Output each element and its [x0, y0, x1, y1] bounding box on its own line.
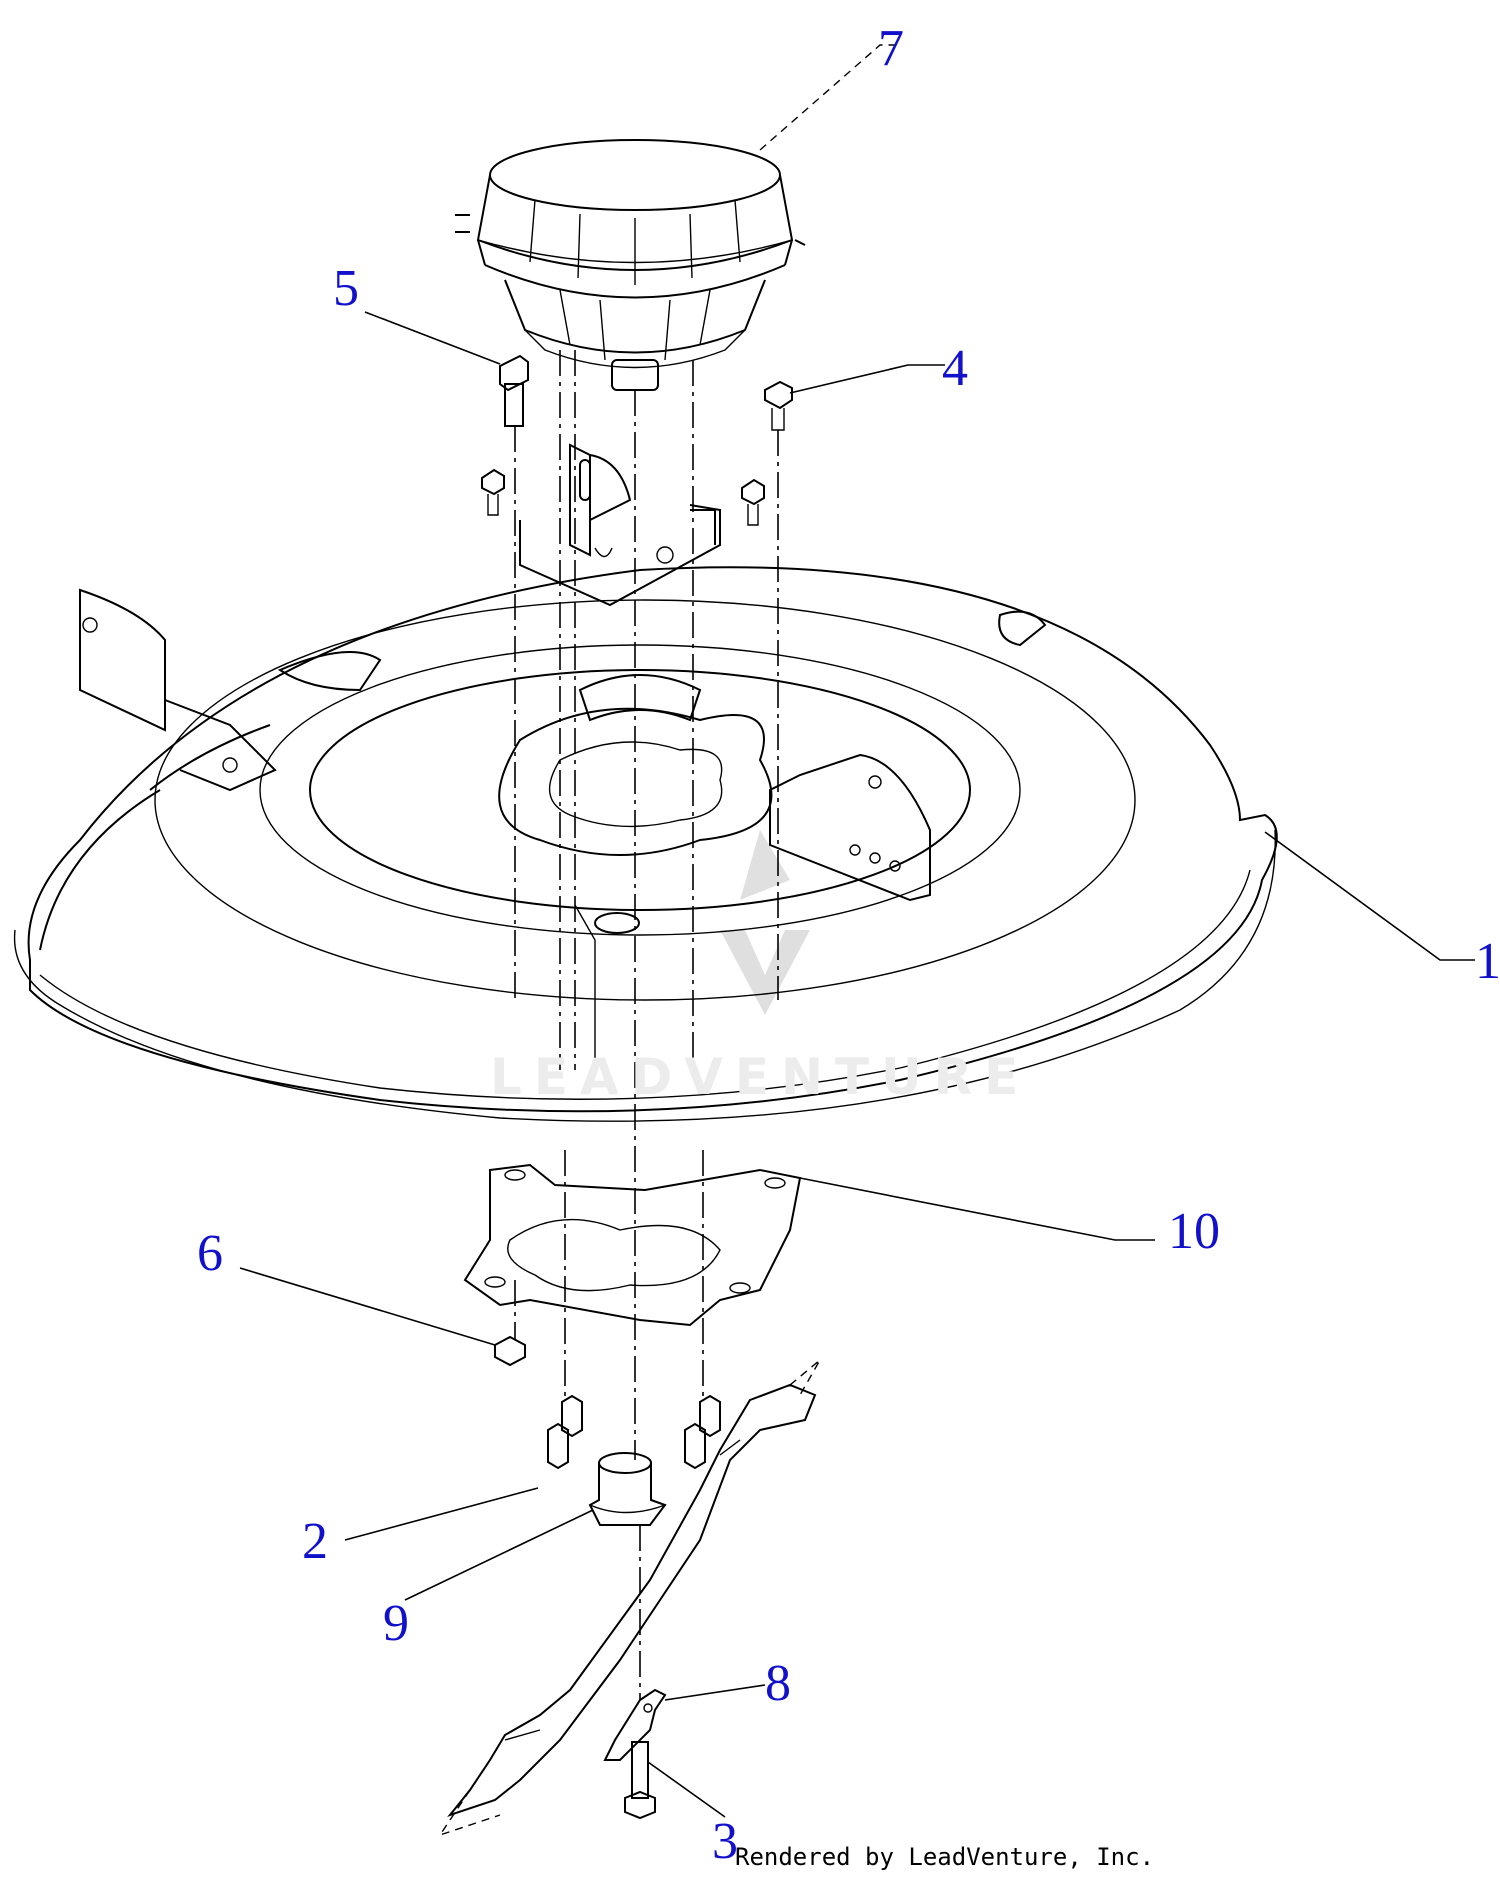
leader-7	[759, 44, 895, 151]
deck-bracket-left	[79, 588, 277, 792]
mower-blade	[438, 1359, 821, 1837]
bracket-screws	[481, 468, 765, 526]
mounting-plate	[463, 1163, 802, 1327]
hex-bolts-2	[547, 1394, 721, 1470]
callout-5: 5	[333, 260, 359, 317]
callout-10: 10	[1168, 1203, 1220, 1260]
callout-8: 8	[765, 1655, 791, 1712]
callout-2: 2	[302, 1513, 328, 1570]
watermark-text: LEADVENTURE	[490, 1048, 1031, 1106]
leader-9	[404, 1509, 594, 1601]
mower-deck	[13, 566, 1278, 1122]
callout-9: 9	[383, 1595, 409, 1652]
blade-adapter	[588, 1452, 667, 1526]
callout-1: 1	[1475, 933, 1500, 990]
assembly-centerlines	[514, 350, 779, 1700]
blade-clip-8	[603, 1688, 667, 1761]
leader-3	[647, 1761, 726, 1818]
motor-assembly	[455, 139, 806, 391]
flange-nut-6	[494, 1335, 526, 1367]
leader-5	[364, 311, 501, 365]
leader-4	[789, 364, 945, 394]
leader-6	[239, 1267, 496, 1346]
callouts: 1 2 3 4 5 6 7 8 9 10	[197, 20, 1500, 1870]
leader-2	[344, 1487, 539, 1541]
callout-7: 7	[878, 20, 904, 77]
bolt-5	[499, 354, 529, 427]
deck-bracket-right	[769, 753, 931, 902]
callout-6: 6	[197, 1225, 223, 1282]
leader-1	[1264, 831, 1475, 961]
upper-bracket	[519, 443, 721, 607]
flange-screw-4	[764, 380, 793, 431]
callout-4: 4	[942, 340, 968, 397]
footer-credit: Rendered by LeadVenture, Inc.	[735, 1843, 1155, 1871]
leader-8	[664, 1684, 766, 1701]
leader-10	[799, 1177, 1155, 1241]
callout-3: 3	[712, 1813, 738, 1870]
blade-bolt-3	[624, 1741, 656, 1820]
leader-lines	[239, 44, 1475, 1818]
